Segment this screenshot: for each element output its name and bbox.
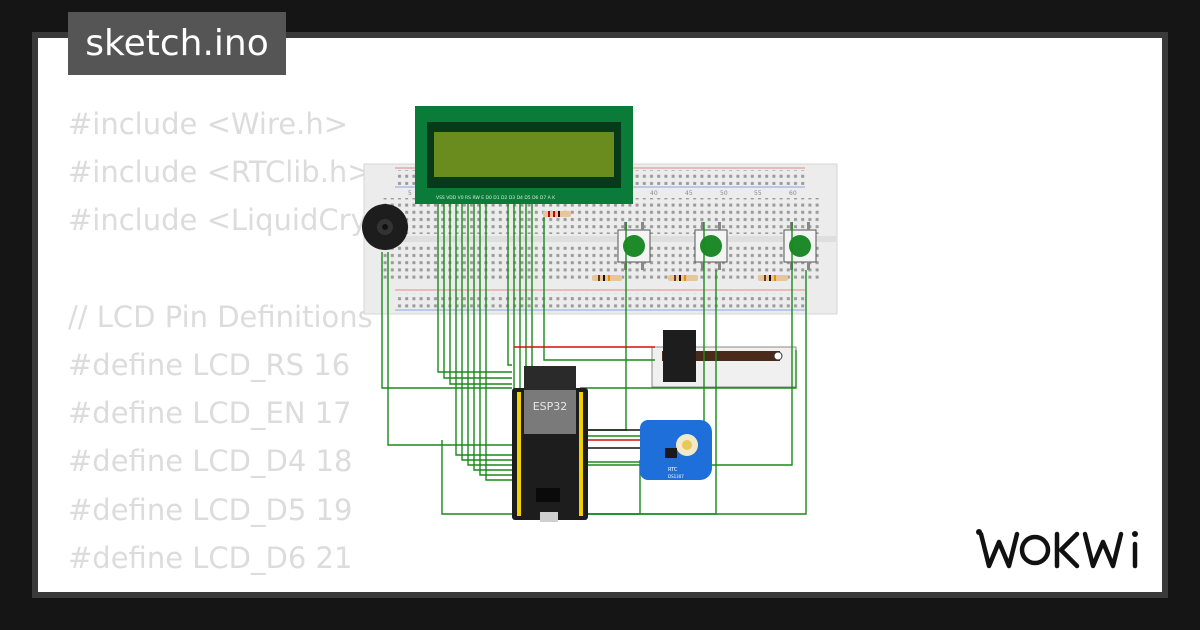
rtc-module[interactable]: RTC DS1307 <box>640 420 712 480</box>
code-preview: #include <Wire.h>#include <RTClib.h>#inc… <box>68 100 472 592</box>
breadboard-number: 40 <box>650 190 658 197</box>
rtc-label: RTC <box>668 467 678 473</box>
pushbutton-icon[interactable] <box>694 222 728 270</box>
resistor-icon <box>543 211 571 217</box>
buzzer-icon[interactable] <box>362 204 408 250</box>
wokwi-logo <box>976 529 1138 569</box>
code-line: #define LCD_D6 21 <box>68 540 353 575</box>
code-line: #include <Wire.h> <box>68 107 349 141</box>
lcd-pin-labels: VSS VDD V0 RS RW E D0 D1 D2 D3 D4 D5 D6 … <box>436 195 556 201</box>
breadboard-number: 55 <box>754 190 762 197</box>
code-line: #define LCD_D5 19 <box>68 492 353 527</box>
code-line: // LCD Pin Definitions <box>68 299 373 334</box>
breadboard-number: 45 <box>685 190 693 197</box>
esp32-board[interactable]: ESP32 <box>512 366 588 522</box>
breadboard-number: 5 <box>408 190 412 197</box>
code-line: #define LCD_D7 22 <box>68 582 472 592</box>
file-tab[interactable]: sketch.ino <box>68 12 286 75</box>
slide-potentiometer[interactable] <box>651 330 797 388</box>
rtc-sublabel: DS1307 <box>668 474 684 479</box>
code-line: #define LCD_D4 18 <box>68 444 353 479</box>
resistor-icon <box>758 275 788 281</box>
breadboard-number: 50 <box>720 190 728 197</box>
esp32-label: ESP32 <box>533 400 568 413</box>
lcd-display[interactable]: VSS VDD V0 RS RW E D0 D1 D2 D3 D4 D5 D6 … <box>415 106 633 204</box>
code-line: #define LCD_EN 17 <box>68 396 352 431</box>
code-line: #define LCD_RS 16 <box>68 347 351 382</box>
resistor-icon <box>592 275 622 281</box>
breadboard-number: 60 <box>789 190 797 197</box>
code-line: #include <RTClib.h> <box>68 155 372 190</box>
resistor-icon <box>668 275 698 281</box>
